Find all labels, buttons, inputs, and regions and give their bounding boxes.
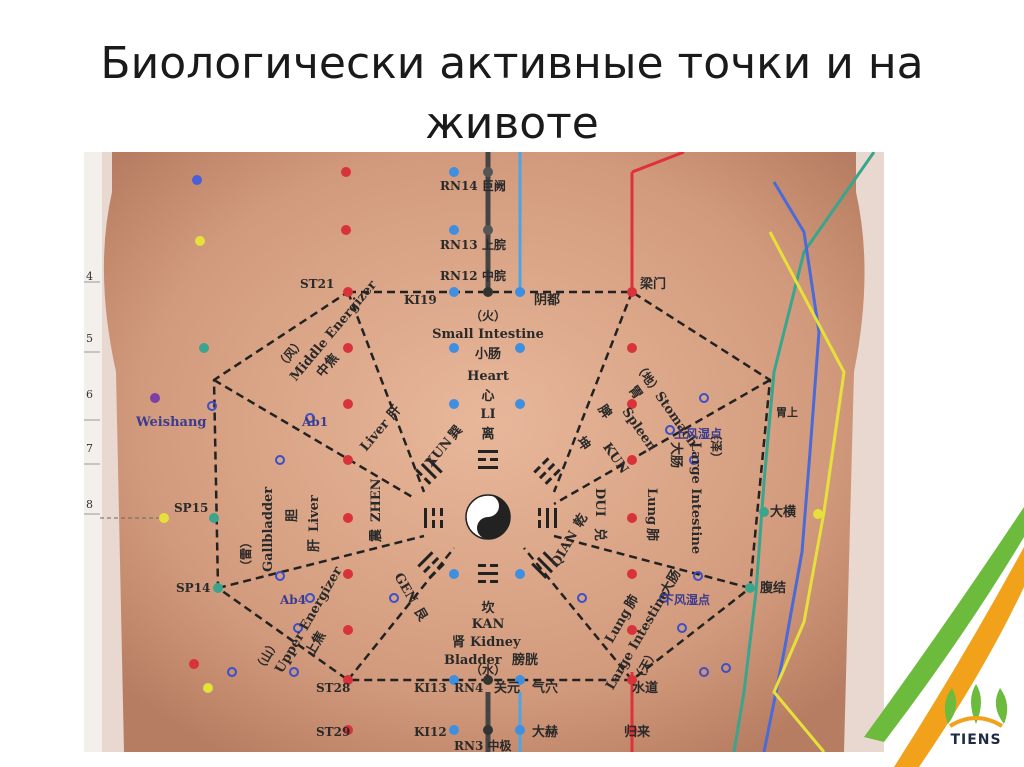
label-lung-mid: Lung xyxy=(644,488,659,525)
label-large-intestine-cn: 大肠 xyxy=(668,442,684,468)
trigram-kun xyxy=(533,457,561,485)
label-li: LI xyxy=(480,407,495,422)
label-large-intestine: Large Intestine xyxy=(688,442,703,554)
tiens-logo: TIENS xyxy=(934,680,1018,752)
label-thunder: （雷） xyxy=(238,536,253,572)
corner-swoosh xyxy=(864,507,1024,767)
label-ki19: KI19 xyxy=(404,293,437,307)
label-bladder-cn: 膀胱 xyxy=(511,652,538,668)
label-xiafeng: 下风湿点 xyxy=(662,592,710,607)
label-lung-mid-cn: 肺 xyxy=(644,528,660,541)
label-kidney-cn: 肾 xyxy=(452,635,466,650)
abdomen-chart: 4 5 6 7 8 xyxy=(84,152,884,752)
label-zhen-cn: 震 xyxy=(369,528,384,543)
label-dui-cn: 兑 xyxy=(592,528,608,541)
label-ab1: Ab1 xyxy=(301,415,328,429)
label-gallbladder: Gallbladder xyxy=(261,487,276,572)
title-line-1: Биологически активные точки и на xyxy=(100,38,924,89)
label-kan-cn: 坎 xyxy=(481,600,494,616)
label-small-intestine: Small Intestine xyxy=(432,327,544,342)
trigram-li xyxy=(478,450,498,469)
label-heart-cn: 心 xyxy=(481,389,494,404)
acupuncture-photo: 4 5 6 7 8 xyxy=(84,152,884,752)
label-sp15: SP15 xyxy=(174,501,208,515)
label-rn13: RN13 上脘 xyxy=(440,237,506,252)
label-guilai: 归来 xyxy=(624,724,651,740)
ruler-6: 6 xyxy=(86,388,93,401)
label-st21: ST21 xyxy=(300,277,334,291)
label-water: （水） xyxy=(470,662,506,677)
label-zhen: ZHEN xyxy=(369,478,384,522)
label-dahe: 大赫 xyxy=(532,724,558,740)
trigrams xyxy=(415,450,561,583)
label-li-cn: 离 xyxy=(481,426,494,442)
label-liver-mid: Liver xyxy=(307,495,322,532)
label-lake: （泽） xyxy=(709,428,724,464)
label-heart: Heart xyxy=(467,369,509,384)
label-st28: ST28 xyxy=(316,681,350,695)
label-liver-mid-cn: 肝 xyxy=(307,539,322,552)
label-small-intestine-cn: 小肠 xyxy=(475,347,501,362)
label-kidney: Kidney xyxy=(470,635,521,650)
title-line-2: животе xyxy=(425,98,599,149)
yin-yang-icon xyxy=(465,494,511,540)
label-rn14: RN14 巨阙 xyxy=(440,178,506,193)
label-st29: ST29 xyxy=(316,725,350,739)
green-line xyxy=(732,152,876,752)
brand-name: TIENS xyxy=(950,732,1002,748)
label-liangmen: 梁门 xyxy=(639,276,666,292)
label-weishang: Weishang xyxy=(135,415,206,430)
label-fire: （火） xyxy=(470,308,506,323)
label-qixue: 气穴 xyxy=(532,680,558,696)
label-rn12: RN12 中脘 xyxy=(440,268,506,283)
blue-side-line xyxy=(762,181,821,752)
label-gallbladder-cn: 胆 xyxy=(285,509,300,522)
trigram-kan xyxy=(478,564,498,583)
trigram-qian xyxy=(531,551,559,579)
trigram-zhen xyxy=(424,508,443,528)
label-yindu: 阴都 xyxy=(534,292,560,308)
label-rn4: RN4 xyxy=(454,681,483,695)
label-weishang-cn: 胃上 xyxy=(776,405,798,419)
label-fujie: 腹结 xyxy=(760,580,786,596)
label-bladder: Bladder xyxy=(444,653,502,668)
trigram-gen xyxy=(417,551,445,579)
label-shangfeng: 上风湿点 xyxy=(674,426,722,441)
label-guanyuan: 关元 xyxy=(494,680,520,696)
label-ki12: KI12 xyxy=(414,725,447,739)
acupoints xyxy=(150,167,823,735)
label-daheng: 大横 xyxy=(770,504,797,520)
yellow-line xyxy=(768,231,846,752)
trigram-dui xyxy=(538,508,557,528)
label-shuidao: 水道 xyxy=(632,680,658,696)
ruler-5: 5 xyxy=(86,332,93,345)
label-dui: DUI xyxy=(592,488,607,517)
tiens-leaf-icon xyxy=(944,684,1008,728)
ruler-strip xyxy=(84,152,102,752)
ruler-4: 4 xyxy=(86,270,93,283)
trigram-xun xyxy=(415,457,443,485)
label-sp14: SP14 xyxy=(176,581,210,595)
ruler: 4 5 6 7 8 xyxy=(84,270,164,519)
label-kan: KAN xyxy=(472,617,505,632)
ruler-7: 7 xyxy=(86,442,93,455)
slide-title: Биологически активные точки и на животе xyxy=(40,34,984,154)
ruler-8: 8 xyxy=(86,498,93,511)
label-rn3: RN3 中极 xyxy=(454,738,512,752)
label-ki13: KI13 xyxy=(414,681,447,695)
label-ab4: Ab4 xyxy=(279,593,306,607)
